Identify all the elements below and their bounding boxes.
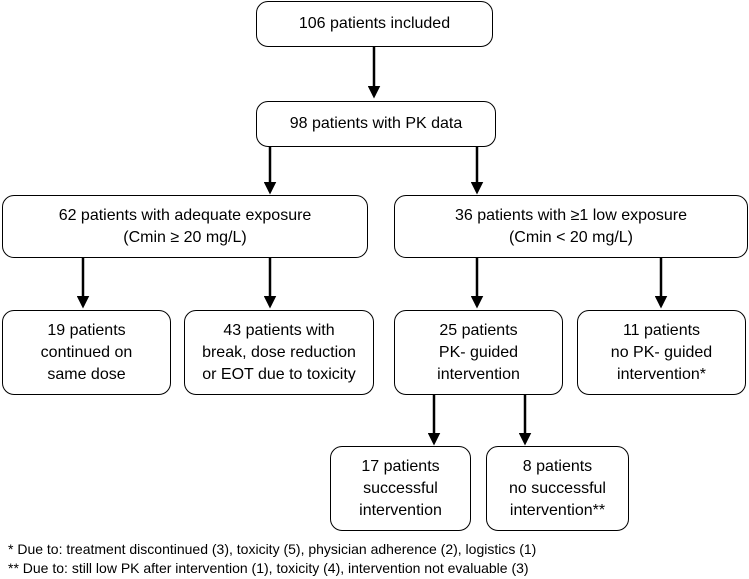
box-low-exposure: 36 patients with ≥1 low exposure (Cmin <… — [394, 195, 748, 258]
box-toxicity: 43 patients with break, dose reduction o… — [184, 310, 374, 395]
box-text: successful — [363, 479, 438, 497]
box-text: (Cmin < 20 mg/L) — [508, 228, 634, 246]
box-text: intervention** — [509, 501, 606, 519]
box-text: continued on — [40, 343, 133, 361]
box-text: no successful — [509, 479, 606, 497]
box-text: break, dose reduction — [202, 343, 356, 361]
box-text: 106 patients included — [298, 15, 451, 32]
box-text: no PK- guided — [610, 343, 713, 361]
box-successful-intervention: 17 patients successful intervention — [330, 446, 471, 531]
footnote-single-asterisk: * Due to: treatment discontinued (3), to… — [8, 541, 537, 557]
box-adequate-exposure: 62 patients with adequate exposure (Cmin… — [2, 195, 368, 258]
box-text: 43 patients with — [223, 321, 335, 339]
box-text: 19 patients — [47, 321, 126, 339]
box-text: 98 patients with PK data — [289, 115, 463, 132]
box-text: 17 patients — [361, 457, 440, 475]
box-patients-included: 106 patients included — [256, 1, 493, 47]
box-text: or EOT due to toxicity — [202, 365, 356, 383]
box-text: intervention* — [617, 365, 706, 383]
box-text: intervention — [437, 365, 520, 383]
box-text: PK- guided — [438, 343, 519, 361]
box-text: 36 patients with ≥1 low exposure — [454, 206, 688, 224]
box-no-successful-intervention: 8 patients no successful intervention** — [486, 446, 629, 531]
box-text: 11 patients — [622, 321, 701, 339]
box-continued-same-dose: 19 patients continued on same dose — [2, 310, 171, 395]
box-patients-with-pk-data: 98 patients with PK data — [256, 101, 496, 147]
box-text: 25 patients — [439, 321, 518, 339]
box-text: (Cmin ≥ 20 mg/L) — [123, 228, 247, 246]
box-no-pk-guided-intervention: 11 patients no PK- guided intervention* — [577, 310, 746, 395]
box-text: intervention — [359, 501, 442, 519]
footnote-double-asterisk: ** Due to: still low PK after interventi… — [8, 560, 529, 576]
box-text: 8 patients — [522, 457, 593, 475]
box-text: 62 patients with adequate exposure — [58, 206, 312, 224]
box-text: same dose — [47, 365, 126, 383]
box-pk-guided-intervention: 25 patients PK- guided intervention — [394, 310, 563, 395]
